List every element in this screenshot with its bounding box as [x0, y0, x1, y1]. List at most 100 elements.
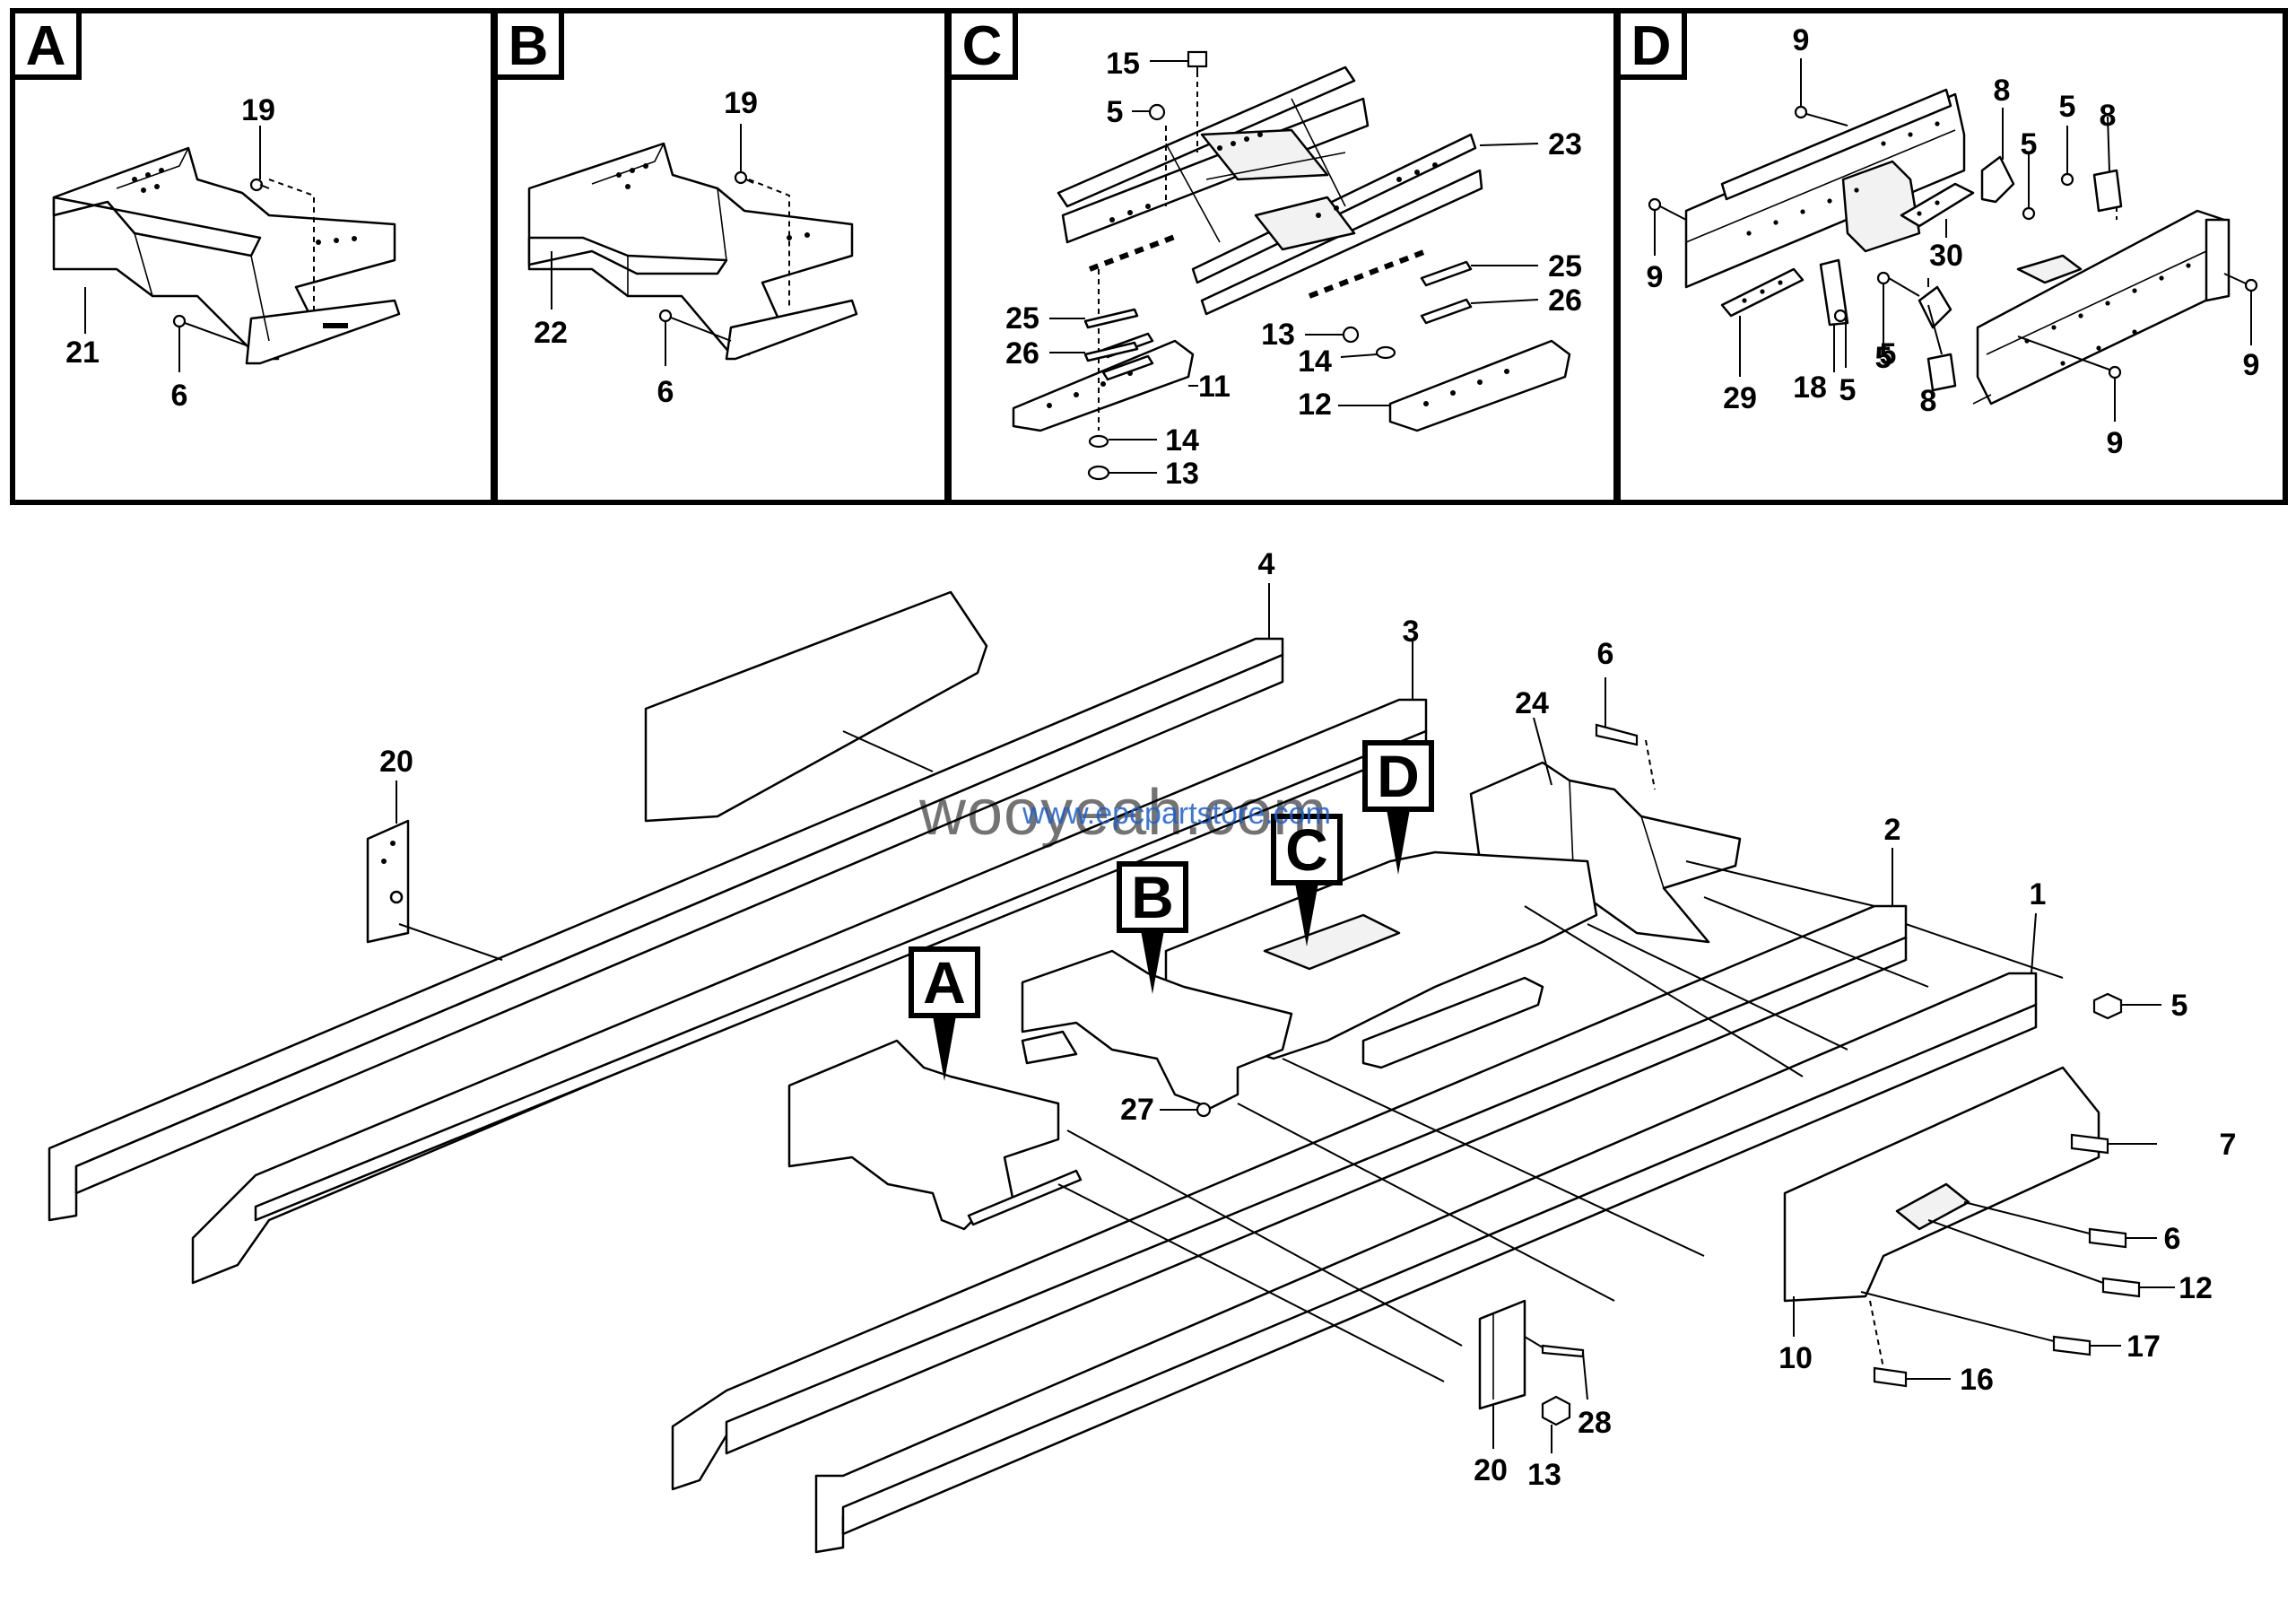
- panel-c-letter: C: [962, 15, 1003, 77]
- panel-d-label-9-right: 9: [2243, 348, 2260, 382]
- fastener-5-right: [2092, 992, 2161, 1020]
- panel-c-label-11: 11: [1198, 370, 1231, 404]
- main-label-27: 27: [1120, 1093, 1154, 1127]
- panel-b-bolt-dash: [748, 179, 790, 310]
- frame-rail-3: [191, 698, 1428, 1285]
- panel-c-label-25-right: 25: [1548, 249, 1582, 283]
- panel-b-label-6: 6: [657, 375, 674, 409]
- callout-a-letter: A: [923, 949, 966, 1016]
- panel-a-label-6: 6: [171, 379, 188, 413]
- rail-1-leader: [2031, 912, 2037, 974]
- panel-d-bracket-8-bottom: [1918, 278, 1957, 392]
- panel-c-nut-13-bottom: [1087, 465, 1157, 481]
- panel-d-label-5-top-right: 5: [2059, 90, 2076, 124]
- panel-d-label-29: 29: [1723, 381, 1757, 415]
- crossmember-c: [1164, 850, 1598, 1069]
- panel-d-label-5-lower: 5: [1880, 337, 1897, 371]
- panel-b-letter: B: [509, 15, 549, 77]
- panel-c-label-13-bottom: 13: [1165, 457, 1199, 491]
- panel-d-letter: D: [1631, 15, 1672, 77]
- callout-c-letter: C: [1285, 816, 1328, 883]
- bracket-20-bottom: [1478, 1299, 1526, 1410]
- panel-d-bracket-assembly: [1684, 88, 2231, 406]
- panel-c-pad-12: [1338, 260, 1571, 432]
- main-label-17: 17: [2126, 1330, 2161, 1364]
- main-label-20-left: 20: [379, 745, 413, 779]
- panel-c-letter-box: C: [946, 8, 1018, 80]
- panel-c-label-14-bottom: 14: [1165, 423, 1199, 458]
- fastener-27: [1160, 1102, 1212, 1118]
- panel-b-label-19: 19: [724, 86, 758, 120]
- frame-rail-2: [671, 904, 1908, 1491]
- main-label-2: 2: [1884, 813, 1901, 847]
- panel-d-bracket-8-top: [1980, 108, 2015, 204]
- callout-d: D: [1362, 740, 1434, 875]
- panel-a-label-19: 19: [241, 93, 275, 127]
- panel-c-nut-14-bottom: [1088, 434, 1157, 449]
- fastener-6-right: [1963, 1201, 2157, 1249]
- frame-rail-1: [814, 972, 2038, 1554]
- panel-c-label-25-left: 25: [1005, 301, 1039, 336]
- fastener-17: [1860, 1291, 2121, 1356]
- assembly-lines: [1057, 860, 2064, 1382]
- panel-d-label-30: 30: [1929, 239, 1963, 273]
- crossmember-24-leader: [1533, 717, 1552, 786]
- panel-d-label-9-top: 9: [1793, 23, 1810, 57]
- panel-b-bolt-6: [658, 309, 732, 366]
- panel-a-label-21: 21: [65, 336, 100, 370]
- panel-c-label-13-side: 13: [1261, 318, 1295, 352]
- panel-d-plate-30: [1900, 182, 1975, 238]
- callout-b-letter: B: [1131, 864, 1174, 930]
- panel-c-washer-5: [1132, 103, 1166, 121]
- fastener-13-bottom: [1541, 1395, 1571, 1453]
- panel-c-crossmember-frame: [1057, 65, 1483, 316]
- crossmember-a: [787, 1039, 1083, 1231]
- callout-b: B: [1117, 861, 1188, 994]
- panel-b-crossmember: [527, 142, 858, 361]
- main-label-12: 12: [2179, 1271, 2213, 1305]
- panel-c-label-26-right: 26: [1548, 283, 1582, 318]
- panel-c-label-5: 5: [1107, 95, 1124, 129]
- panel-a-crossmember: [52, 146, 401, 365]
- bracket-20-left: [366, 819, 410, 944]
- main-label-24: 24: [1515, 686, 1549, 720]
- panel-d-label-5-bottom: 5: [1839, 373, 1857, 407]
- frame-rail-4: [48, 637, 1284, 1222]
- panel-b-label-22: 22: [534, 316, 568, 350]
- panel-c-leader-23: [1479, 143, 1539, 146]
- panel-b-bolt-19: [734, 124, 754, 185]
- crossmember-b: [1021, 949, 1293, 1110]
- panel-d-bolts: [1648, 58, 2258, 422]
- side-plate-upper-leader: [842, 730, 934, 772]
- main-label-5: 5: [2171, 989, 2188, 1023]
- panel-b-letter-box: B: [492, 8, 564, 80]
- panel-c-label-12: 12: [1298, 388, 1332, 422]
- panel-a-bolt-6: [172, 314, 248, 372]
- main-label-1: 1: [2030, 877, 2047, 911]
- panel-d-label-8-top: 8: [1994, 74, 2011, 108]
- main-label-13: 13: [1527, 1458, 1561, 1492]
- panel-a-letter-box: A: [10, 8, 82, 80]
- main-label-6-top: 6: [1597, 637, 1614, 671]
- panel-a-bolt-19: [249, 126, 270, 192]
- fastener-12: [1927, 1219, 2175, 1298]
- panel-d-label-9-left: 9: [1647, 260, 1664, 294]
- panel-d-label-8-bottom: 8: [1920, 384, 1937, 418]
- callout-a: A: [909, 946, 980, 1081]
- panel-d-bracket-8-lower: [1819, 258, 1849, 372]
- fastener-6-top: [1595, 677, 1656, 790]
- panel-c-heavy-dash-right: [1308, 249, 1428, 299]
- side-plate-upper: [644, 590, 988, 823]
- main-label-28: 28: [1578, 1406, 1612, 1440]
- main-label-4: 4: [1258, 547, 1275, 581]
- watermark-primary: wooyeah.com: [918, 777, 1327, 849]
- panel-d-label-5-mid: 5: [2021, 127, 2038, 161]
- panel-d-plate-29: [1720, 267, 1805, 377]
- panel-d-label-5-left: 5: [1875, 341, 1892, 375]
- main-label-7: 7: [2220, 1128, 2237, 1162]
- main-label-3: 3: [1403, 615, 1420, 649]
- side-plate-lower: [1783, 1066, 2100, 1303]
- main-label-10: 10: [1779, 1341, 1813, 1375]
- panel-d-label-18: 18: [1793, 371, 1827, 405]
- panel-c-label-23: 23: [1548, 127, 1582, 161]
